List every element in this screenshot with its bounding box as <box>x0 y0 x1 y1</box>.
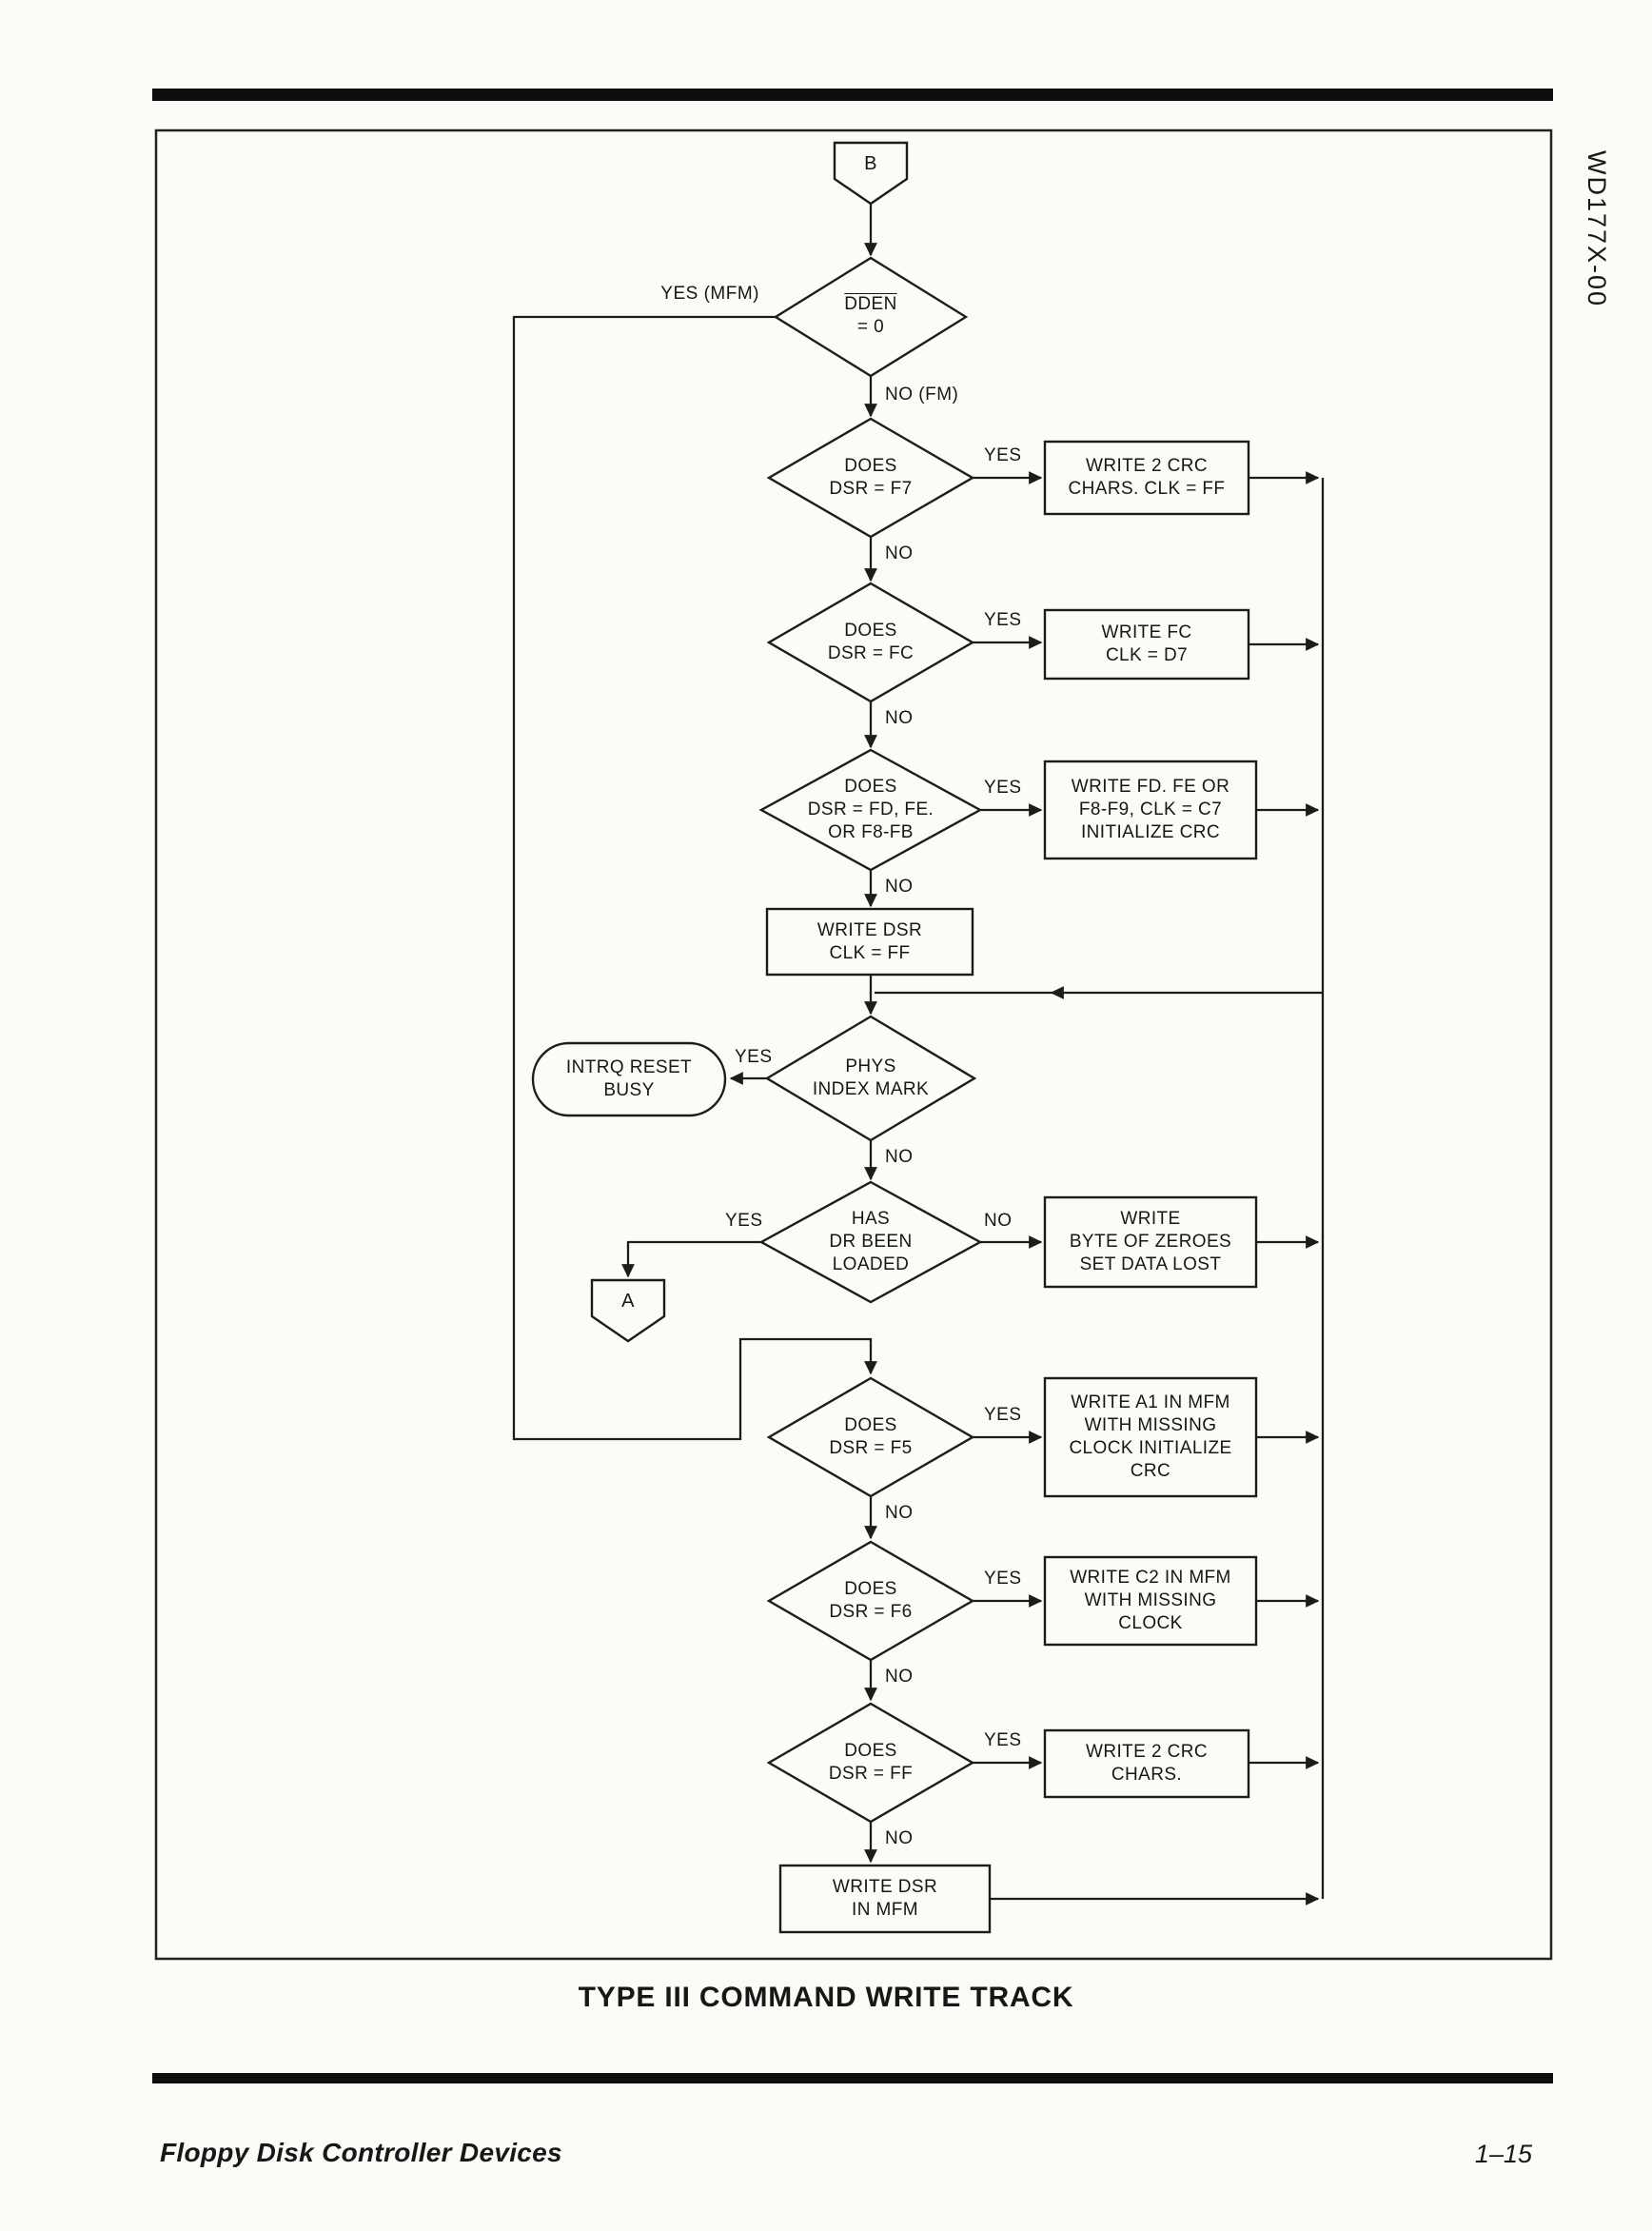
process-write-fd-label: WRITE FD. FE OR F8-F9, CLK = C7 INITIALI… <box>1071 777 1230 842</box>
edge-label-yes-f7: YES <box>984 445 1022 465</box>
process-write-dsr-label: WRITE DSR CLK = FF <box>816 919 923 963</box>
decision-fc-label: DOES DSR = FC <box>827 621 914 663</box>
connector-b-label: B <box>864 153 877 175</box>
process-write-zeroes-label: WRITE BYTE OF ZEROES SET DATA LOST <box>1069 1209 1232 1274</box>
process-write-2crc-shape <box>1043 1728 1250 1799</box>
decision-f7-shape <box>766 417 975 539</box>
decision-dr-loaded-shape <box>758 1180 983 1304</box>
decision-f6-shape <box>766 1540 975 1662</box>
decision-fd-shape <box>758 748 983 872</box>
edge-label-yes-index: YES <box>735 1047 773 1067</box>
top-rule <box>152 89 1553 101</box>
decision-dden-label: DDEN = 0 <box>776 267 966 365</box>
decision-f7-label: DOES DSR = F7 <box>829 456 913 499</box>
process-write-zeroes-shape <box>1043 1195 1258 1289</box>
dden-eq-text: = 0 <box>856 317 885 337</box>
process-write-fc-shape <box>1043 608 1250 681</box>
process-write-2crc-ff-label: WRITE 2 CRC CHARS. CLK = FF <box>1068 456 1226 499</box>
side-doc-number: WD177X-00 <box>1583 150 1611 308</box>
terminator-intrq-shape <box>531 1041 727 1117</box>
edge-label-no-fc: NO <box>885 708 914 728</box>
figure-caption: TYPE III COMMAND WRITE TRACK <box>578 1982 1074 2013</box>
process-write-2crc-ff-shape <box>1043 440 1250 516</box>
process-write-fd-shape <box>1043 760 1258 860</box>
process-write-c2-shape <box>1043 1555 1258 1647</box>
edge-label-yes-fc: YES <box>984 610 1022 630</box>
decision-f5-shape <box>766 1376 975 1498</box>
figure-border <box>154 128 1553 1961</box>
process-write-dsr-shape <box>765 907 974 977</box>
edge-label-yes-f6: YES <box>984 1569 1022 1589</box>
bottom-rule <box>152 2073 1553 2083</box>
decision-index-label: PHYS INDEX MARK <box>812 1056 930 1099</box>
process-write-fc-label: WRITE FC CLK = D7 <box>1101 622 1192 665</box>
edge-label-yes-dr: YES <box>725 1211 763 1231</box>
edge-label-no-fd: NO <box>885 877 914 897</box>
decision-ff-shape <box>766 1702 975 1824</box>
edge-label-no-f7: NO <box>885 543 914 563</box>
edge-yes-mfm-rail <box>512 315 877 1441</box>
decision-dr-loaded-label: HAS DR BEEN LOADED <box>829 1209 913 1274</box>
decision-index-shape <box>764 1015 977 1142</box>
edge-label-yes-ff: YES <box>984 1730 1022 1750</box>
footer-page-number: 1–15 <box>1474 2140 1532 2168</box>
decision-fc-shape <box>766 582 975 703</box>
edge-label-no-f6: NO <box>885 1667 914 1687</box>
decision-f5-label: DOES DSR = F5 <box>829 1415 913 1458</box>
process-write-a1-shape <box>1043 1376 1258 1498</box>
edge-label-no-fm: NO (FM) <box>885 385 959 405</box>
dden-overline-text: DDEN <box>844 294 897 315</box>
decision-fd-label: DOES DSR = FD, FE. OR F8-FB <box>807 777 934 842</box>
process-write-dsr-mfm-shape <box>778 1864 992 1934</box>
terminator-intrq-label: INTRQ RESET BUSY <box>565 1057 693 1100</box>
edge-label-no-index: NO <box>885 1147 914 1167</box>
footer-title: Floppy Disk Controller Devices <box>160 2138 562 2167</box>
connector-a-shape <box>590 1278 666 1343</box>
edge-label-yes-f5: YES <box>984 1405 1022 1425</box>
decision-dden-shape <box>773 256 969 378</box>
flow-edges <box>512 204 1325 1905</box>
decision-ff-label: DOES DSR = FF <box>828 1741 914 1784</box>
edge-label-no-dr: NO <box>984 1211 1013 1231</box>
process-write-c2-label: WRITE C2 IN MFM WITH MISSING CLOCK <box>1070 1568 1231 1633</box>
decision-f6-label: DOES DSR = F6 <box>829 1579 913 1622</box>
process-write-2crc-label: WRITE 2 CRC CHARS. <box>1086 1742 1208 1785</box>
edge-dr-yes-to-a <box>621 1240 761 1278</box>
edge-label-yes-fd: YES <box>984 778 1022 798</box>
edge-label-no-f5: NO <box>885 1503 914 1523</box>
edge-label-yes-mfm: YES (MFM) <box>660 284 759 304</box>
process-write-a1-label: WRITE A1 IN MFM WITH MISSING CLOCK INITI… <box>1069 1392 1232 1481</box>
process-write-dsr-mfm-label: WRITE DSR IN MFM <box>832 1877 938 1920</box>
edge-label-no-ff: NO <box>885 1828 914 1848</box>
flow-shapes <box>531 141 1258 1934</box>
connector-a-label: A <box>621 1291 635 1313</box>
connector-b-shape <box>833 141 909 206</box>
